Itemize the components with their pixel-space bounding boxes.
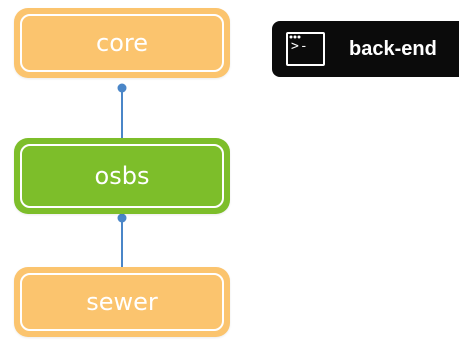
node-core[interactable]: core [14,8,230,78]
terminal-dots [289,35,301,39]
node-osbs[interactable]: osbs [14,138,230,214]
backend-badge[interactable]: >- back-end [272,21,459,77]
node-osbs-label: osbs [20,144,224,208]
node-core-label: core [20,14,224,72]
terminal-icon: >- [286,32,325,66]
edge-osbs-sewer-dot [117,213,127,223]
terminal-prompt: >- [291,39,309,54]
node-sewer[interactable]: sewer [14,267,230,337]
backend-badge-label: back-end [349,37,437,60]
edge-core-osbs-dot [117,83,127,93]
node-sewer-label: sewer [20,273,224,331]
